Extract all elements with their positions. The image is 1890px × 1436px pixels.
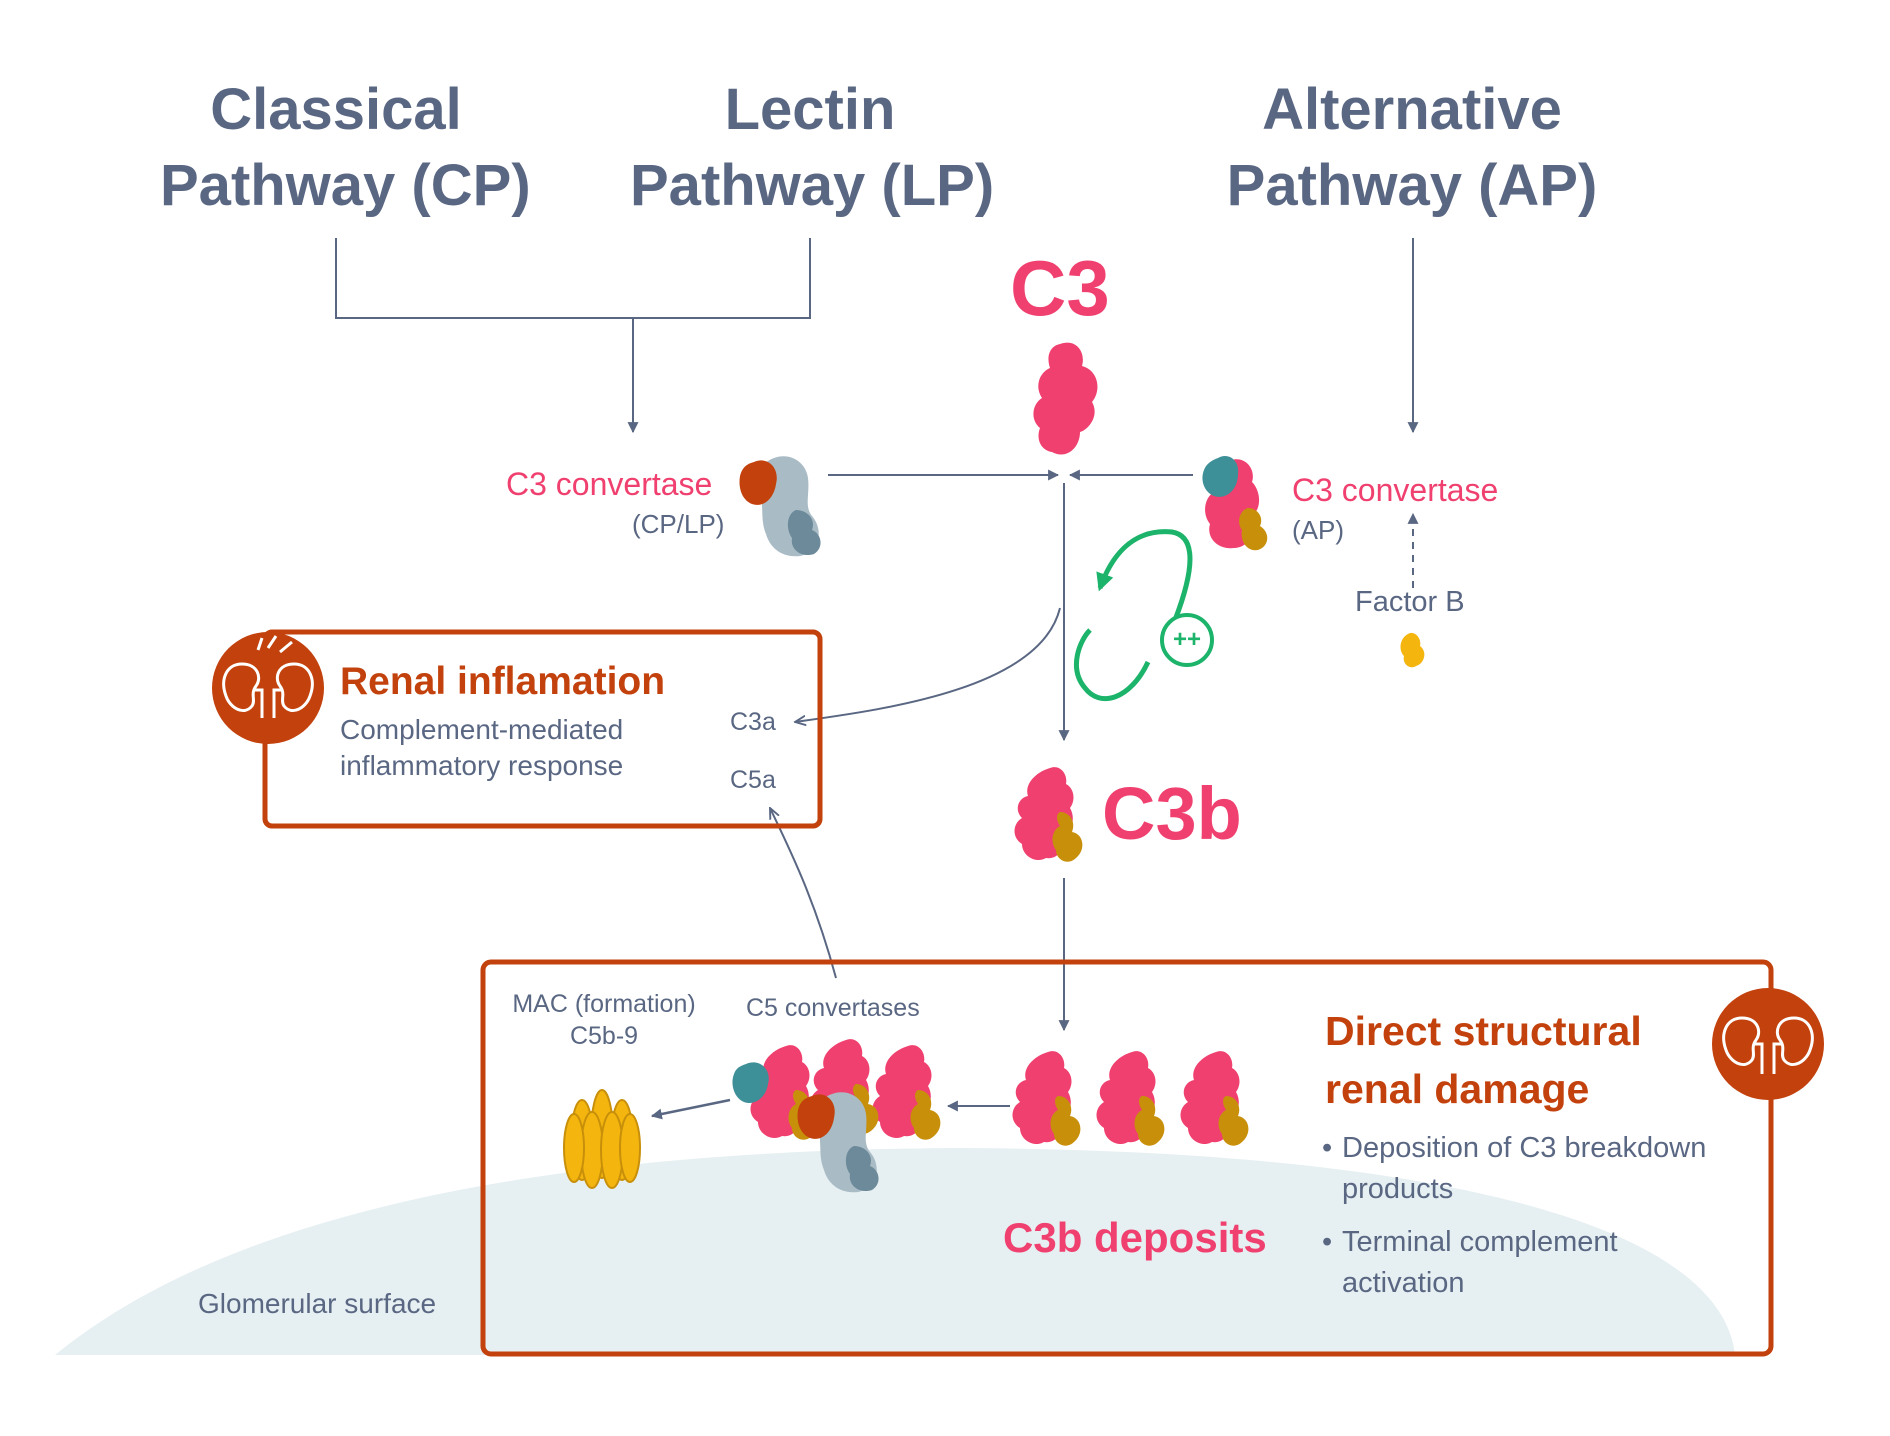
c5-convertase-cluster	[732, 1039, 941, 1193]
c5-convertases-label: C5 convertases	[746, 994, 920, 1022]
renal-inflammation-title: Renal inflamation	[340, 660, 666, 703]
c3b-molecule	[1014, 767, 1083, 862]
alternative-pathway-line1: Alternative	[1262, 77, 1562, 142]
cp-lp-merge-line	[335, 238, 811, 319]
mac-pore-icon	[563, 1089, 641, 1189]
c3b-label: C3b	[1102, 772, 1242, 855]
lectin-pathway-line1: Lectin	[724, 77, 896, 142]
amplification-loop-arrow	[1096, 529, 1193, 621]
renal-inflammation-description: Complement-mediated inflammatory respons…	[340, 712, 623, 784]
amplification-symbol: ++	[1172, 626, 1202, 653]
c3-molecule	[1033, 342, 1098, 455]
renal-inflammation-desc-line2: inflammatory response	[340, 750, 624, 781]
c5-to-mac-arrow	[650, 1098, 731, 1120]
c3a-release-arrow	[795, 607, 1061, 722]
structural-damage-title: Direct structural renal damage	[1325, 1002, 1642, 1118]
kidney-inflammation-icon	[212, 632, 324, 744]
factor-b-molecule	[1400, 632, 1425, 668]
classical-pathway-heading: Classical Pathway (CP)	[160, 72, 531, 224]
ap-convertase-label: C3 convertase	[1292, 472, 1499, 508]
c3b-deposit-molecule-3	[1180, 1051, 1249, 1146]
classical-pathway-line2: Pathway (CP)	[160, 153, 531, 218]
structural-damage-box	[480, 959, 1774, 1357]
renal-inflammation-desc-line1: Complement-mediated	[340, 714, 624, 745]
c3b-deposits-label: C3b deposits	[1003, 1214, 1267, 1261]
structural-title-line1: Direct structural	[1325, 1008, 1642, 1054]
amplification-loop-lower	[1074, 628, 1151, 701]
lectin-pathway-heading: Lectin Pathway (LP)	[630, 72, 995, 224]
lectin-pathway-line2: Pathway (LP)	[630, 153, 995, 218]
cp-convertase-label: C3 convertase	[506, 466, 713, 502]
structural-bullet-list: Deposition of C3 breakdown products Term…	[1322, 1128, 1742, 1316]
cp-convertase-molecule	[739, 456, 821, 557]
c5a-label: C5a	[730, 766, 776, 794]
alternative-pathway-line2: Pathway (AP)	[1226, 153, 1598, 218]
ap-convertase-molecule	[1202, 455, 1268, 551]
c5a-release-arrow	[770, 808, 837, 979]
glomerular-surface	[55, 1148, 1735, 1355]
ap-convertase-sub: (AP)	[1292, 515, 1344, 545]
mac-label-line1: MAC (formation)	[512, 990, 696, 1018]
c3b-deposit-molecule-1	[1012, 1051, 1081, 1146]
structural-bullet-2: Terminal complement activation	[1322, 1222, 1742, 1304]
classical-pathway-line1: Classical	[210, 77, 462, 142]
mac-label: MAC (formation) C5b-9	[496, 988, 712, 1052]
cp-convertase-sub: (CP/LP)	[632, 509, 725, 539]
c3b-deposit-molecule-2	[1096, 1051, 1165, 1146]
alternative-pathway-heading: Alternative Pathway (AP)	[1222, 72, 1602, 224]
kidney-structural-icon	[1712, 988, 1824, 1100]
structural-bullet-1: Deposition of C3 breakdown products	[1322, 1128, 1742, 1210]
amplification-badge	[1160, 613, 1214, 667]
factor-b-label: Factor B	[1355, 586, 1465, 618]
mac-label-line2: C5b-9	[569, 1022, 639, 1050]
c3-label: C3	[1010, 244, 1110, 332]
glomerular-surface-label: Glomerular surface	[198, 1288, 437, 1319]
structural-title-line2: renal damage	[1325, 1066, 1590, 1112]
c3a-label: C3a	[730, 708, 776, 736]
